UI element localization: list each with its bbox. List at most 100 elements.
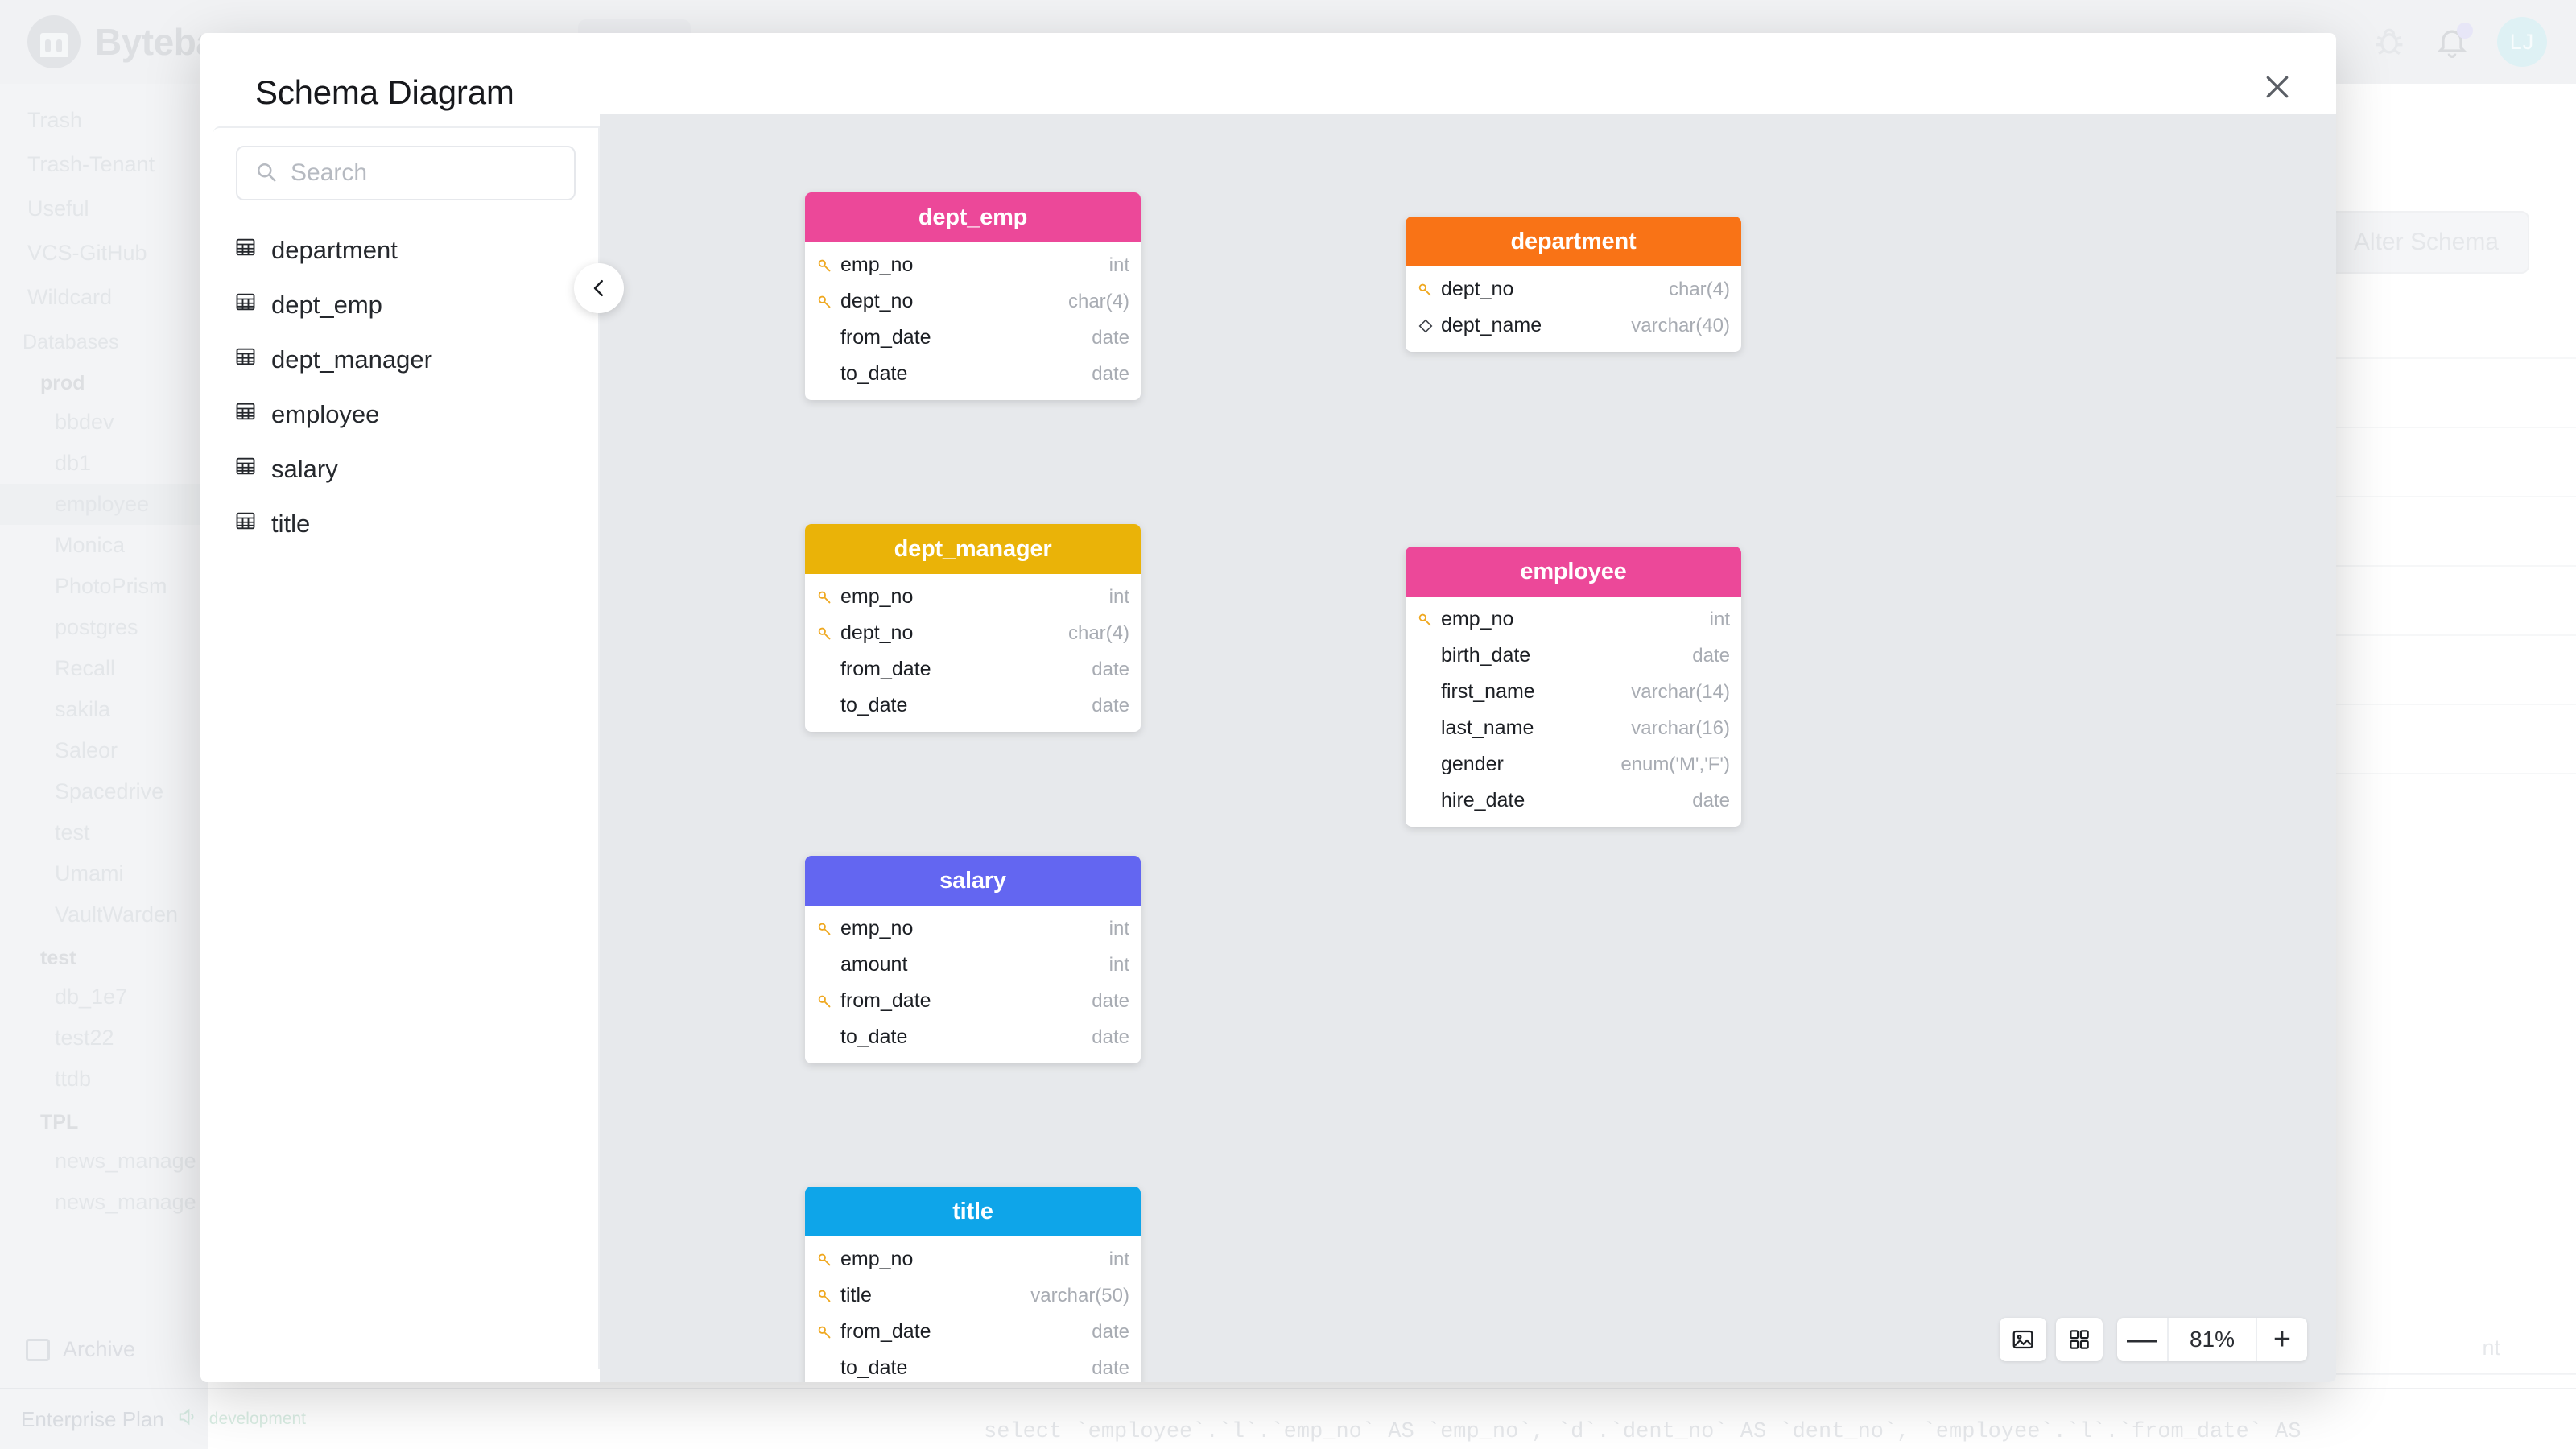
schema-node-title: salary bbox=[805, 856, 1141, 906]
zoom-out-button[interactable]: — bbox=[2127, 1322, 2157, 1356]
column-type: int bbox=[1108, 917, 1129, 939]
table-list-item-salary[interactable]: salary bbox=[213, 442, 598, 497]
schema-node-title: dept_manager bbox=[805, 524, 1141, 574]
alter-schema-button[interactable]: Alter Schema bbox=[2322, 211, 2529, 274]
sidebar-db-postgres[interactable]: postgres bbox=[55, 615, 138, 639]
schema-column-from_date: from_date date bbox=[805, 651, 1141, 687]
table-list-item-title[interactable]: title bbox=[213, 497, 598, 551]
sidebar-db-employee[interactable]: employee bbox=[0, 484, 208, 525]
sidebar-db-monica[interactable]: Monica bbox=[55, 533, 126, 557]
column-type: char(4) bbox=[1668, 278, 1730, 300]
sidebar-group-tpl[interactable]: TPL bbox=[40, 1111, 79, 1133]
sidebar-item-trash[interactable]: Trash bbox=[27, 108, 83, 132]
sidebar-db-saleor[interactable]: Saleor bbox=[55, 738, 118, 762]
column-name: emp_no bbox=[840, 1248, 914, 1270]
table-list-item-label: department bbox=[271, 236, 398, 264]
background-label: nt bbox=[2482, 1335, 2500, 1360]
table-list-item-department[interactable]: department bbox=[213, 223, 598, 278]
column-name: from_date bbox=[840, 658, 931, 680]
sidebar-db-db1[interactable]: db1 bbox=[55, 451, 92, 475]
zoom-level-label: 81% bbox=[2189, 1327, 2235, 1352]
sidebar-section-databases: Databases bbox=[23, 331, 119, 353]
table-list-item-dept_manager[interactable]: dept_manager bbox=[213, 332, 598, 387]
bug-icon[interactable] bbox=[2372, 24, 2407, 60]
column-name: emp_no bbox=[840, 254, 914, 276]
sidebar-db-bbdev[interactable]: bbdev bbox=[55, 410, 114, 434]
sidebar-db-news-manage-1[interactable]: news_manage bbox=[55, 1149, 196, 1173]
chevron-left-icon[interactable] bbox=[574, 263, 624, 313]
column-name: emp_no bbox=[840, 917, 914, 939]
sidebar-db-db-1e7[interactable]: db_1e7 bbox=[55, 985, 128, 1009]
sidebar-db-news-manage-2[interactable]: news_manage bbox=[55, 1190, 196, 1214]
sidebar-db-test22[interactable]: test22 bbox=[55, 1026, 114, 1050]
sidebar-db-vaultwarden[interactable]: VaultWarden bbox=[55, 902, 179, 927]
table-icon bbox=[234, 291, 257, 320]
sidebar-item-trash-tenant[interactable]: Trash-Tenant bbox=[27, 152, 155, 176]
sidebar-db-umami[interactable]: Umami bbox=[55, 861, 124, 886]
sidebar-db-photoprism[interactable]: PhotoPrism bbox=[55, 574, 167, 598]
search-input[interactable] bbox=[291, 159, 558, 187]
bell-icon[interactable] bbox=[2434, 23, 2473, 60]
sidebar-item-wildcard[interactable]: Wildcard bbox=[27, 285, 113, 309]
key-icon bbox=[816, 920, 840, 938]
column-name: first_name bbox=[1441, 680, 1535, 703]
close-icon[interactable] bbox=[2254, 64, 2301, 110]
schema-column-last_name: last_name varchar(16) bbox=[1406, 710, 1741, 746]
grid-icon[interactable] bbox=[2056, 1318, 2103, 1361]
sidebar-db-ttdb[interactable]: ttdb bbox=[55, 1067, 92, 1091]
key-icon bbox=[816, 993, 840, 1010]
sidebar-db-test[interactable]: test bbox=[55, 820, 90, 844]
search-box[interactable] bbox=[236, 146, 576, 200]
column-name: to_date bbox=[840, 1356, 908, 1379]
app-sidebar: Trash Trash-Tenant Useful VCS-GitHub Wil… bbox=[0, 84, 208, 1449]
column-name: to_date bbox=[840, 362, 908, 385]
column-type: varchar(16) bbox=[1631, 716, 1730, 739]
zoom-control: — 81% + bbox=[2117, 1318, 2307, 1361]
sidebar-group-test[interactable]: test bbox=[40, 947, 76, 969]
column-name: last_name bbox=[1441, 716, 1534, 739]
table-icon bbox=[234, 510, 257, 539]
column-name: to_date bbox=[840, 694, 908, 716]
divider bbox=[2256, 1318, 2257, 1361]
sidebar-db-recall[interactable]: Recall bbox=[55, 656, 116, 680]
sidebar-group-prod[interactable]: prod bbox=[40, 372, 85, 394]
table-list-item-dept_emp[interactable]: dept_emp bbox=[213, 278, 598, 332]
table-list-item-employee[interactable]: employee bbox=[213, 387, 598, 442]
sql-preview-text: select `employee`.`l`.`emp_no` AS `emp_n… bbox=[984, 1420, 2301, 1444]
column-type: int bbox=[1108, 1248, 1129, 1270]
column-type: date bbox=[1092, 658, 1129, 680]
sidebar-db-sakila[interactable]: sakila bbox=[55, 697, 111, 721]
zoom-in-button[interactable]: + bbox=[2273, 1322, 2292, 1356]
sidebar-item-archive[interactable]: Archive bbox=[0, 1337, 208, 1362]
sidebar-db-spacedrive[interactable]: Spacedrive bbox=[55, 779, 164, 803]
modal-body: department dept_emp bbox=[200, 114, 2336, 1382]
sidebar-item-useful[interactable]: Useful bbox=[27, 196, 89, 221]
schema-node-title: department bbox=[1406, 217, 1741, 266]
table-list-item-label: dept_manager bbox=[271, 345, 432, 374]
image-icon[interactable] bbox=[2000, 1318, 2046, 1361]
sidebar-item-vcs-github[interactable]: VCS-GitHub bbox=[27, 241, 147, 265]
avatar[interactable]: LJ bbox=[2497, 17, 2547, 67]
table-list-item-label: dept_emp bbox=[271, 291, 382, 319]
